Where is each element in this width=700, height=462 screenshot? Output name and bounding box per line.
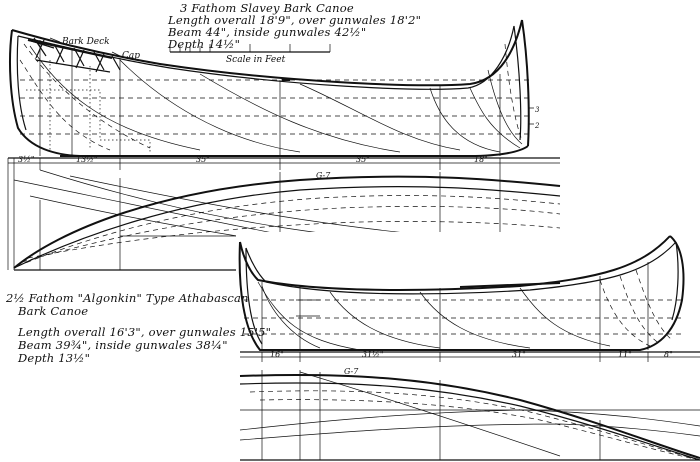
dim-top-2: 13½" bbox=[76, 155, 98, 164]
top-plan-label: G-7 bbox=[316, 171, 331, 180]
dim-bottom-2: 31½" bbox=[362, 350, 384, 359]
dim-top-3: 35" bbox=[196, 155, 210, 164]
bottom-canoe-plan: G-7 bbox=[239, 367, 700, 461]
scale-label: Scale in Feet bbox=[226, 55, 286, 65]
top-canoe-depth: Depth 14½" bbox=[168, 37, 241, 51]
dim-bottom-4: 11" bbox=[618, 350, 632, 359]
top-canoe-beam: Beam 44", inside gunwales 42½" bbox=[168, 25, 367, 39]
bottom-canoe-title: 2½ Fathom "Algonkin" Type Athabascan bbox=[6, 291, 249, 305]
top-canoe-title-block: 3 Fathom Slavey Bark Canoe Length overal… bbox=[168, 2, 421, 50]
dim-bottom-3: 31" bbox=[512, 350, 526, 359]
scale-bar: Scale in Feet bbox=[169, 44, 331, 65]
top-canoe-dimensions: 3½" 13½" 35" 35" 18" bbox=[8, 155, 560, 270]
dim-top-1: 3½" bbox=[18, 155, 35, 164]
dim-top-5: 18" bbox=[474, 155, 488, 164]
bottom-canoe-dimensions: 16" 31½" 31" 11" 8" bbox=[240, 350, 700, 362]
top-canoe-profile: 3 2 Bark Deck Cap bbox=[9, 19, 540, 157]
bottom-canoe-subtitle: Bark Canoe bbox=[18, 304, 89, 318]
top-canoe-length: Length overall 18'9", over gunwales 18'2… bbox=[168, 13, 422, 27]
dim-bottom-1: 16" bbox=[270, 350, 284, 359]
top-canoe-plan: G-7 bbox=[13, 169, 561, 271]
dim-bottom-5: 8" bbox=[664, 350, 673, 359]
bottom-canoe-beam: Beam 39¾", inside gunwales 38¼" bbox=[18, 338, 228, 352]
label-bark-deck: Bark Deck bbox=[61, 37, 110, 47]
dim-top-4: 35" bbox=[356, 155, 370, 164]
label-cap: Cap bbox=[122, 51, 140, 61]
top-canoe-title: 3 Fathom Slavey Bark Canoe bbox=[180, 1, 354, 15]
bottom-plan-label: G-7 bbox=[344, 367, 359, 376]
station-mark: 2 bbox=[534, 122, 540, 130]
bottom-canoe-profile bbox=[236, 232, 700, 462]
bottom-canoe-title-block: 2½ Fathom "Algonkin" Type Athabascan Bar… bbox=[6, 292, 271, 365]
station-mark: 3 bbox=[535, 106, 540, 114]
bottom-canoe-depth: Depth 13½" bbox=[18, 351, 91, 365]
bottom-canoe-length: Length overall 16'3", over gunwales 15'5… bbox=[18, 325, 272, 339]
